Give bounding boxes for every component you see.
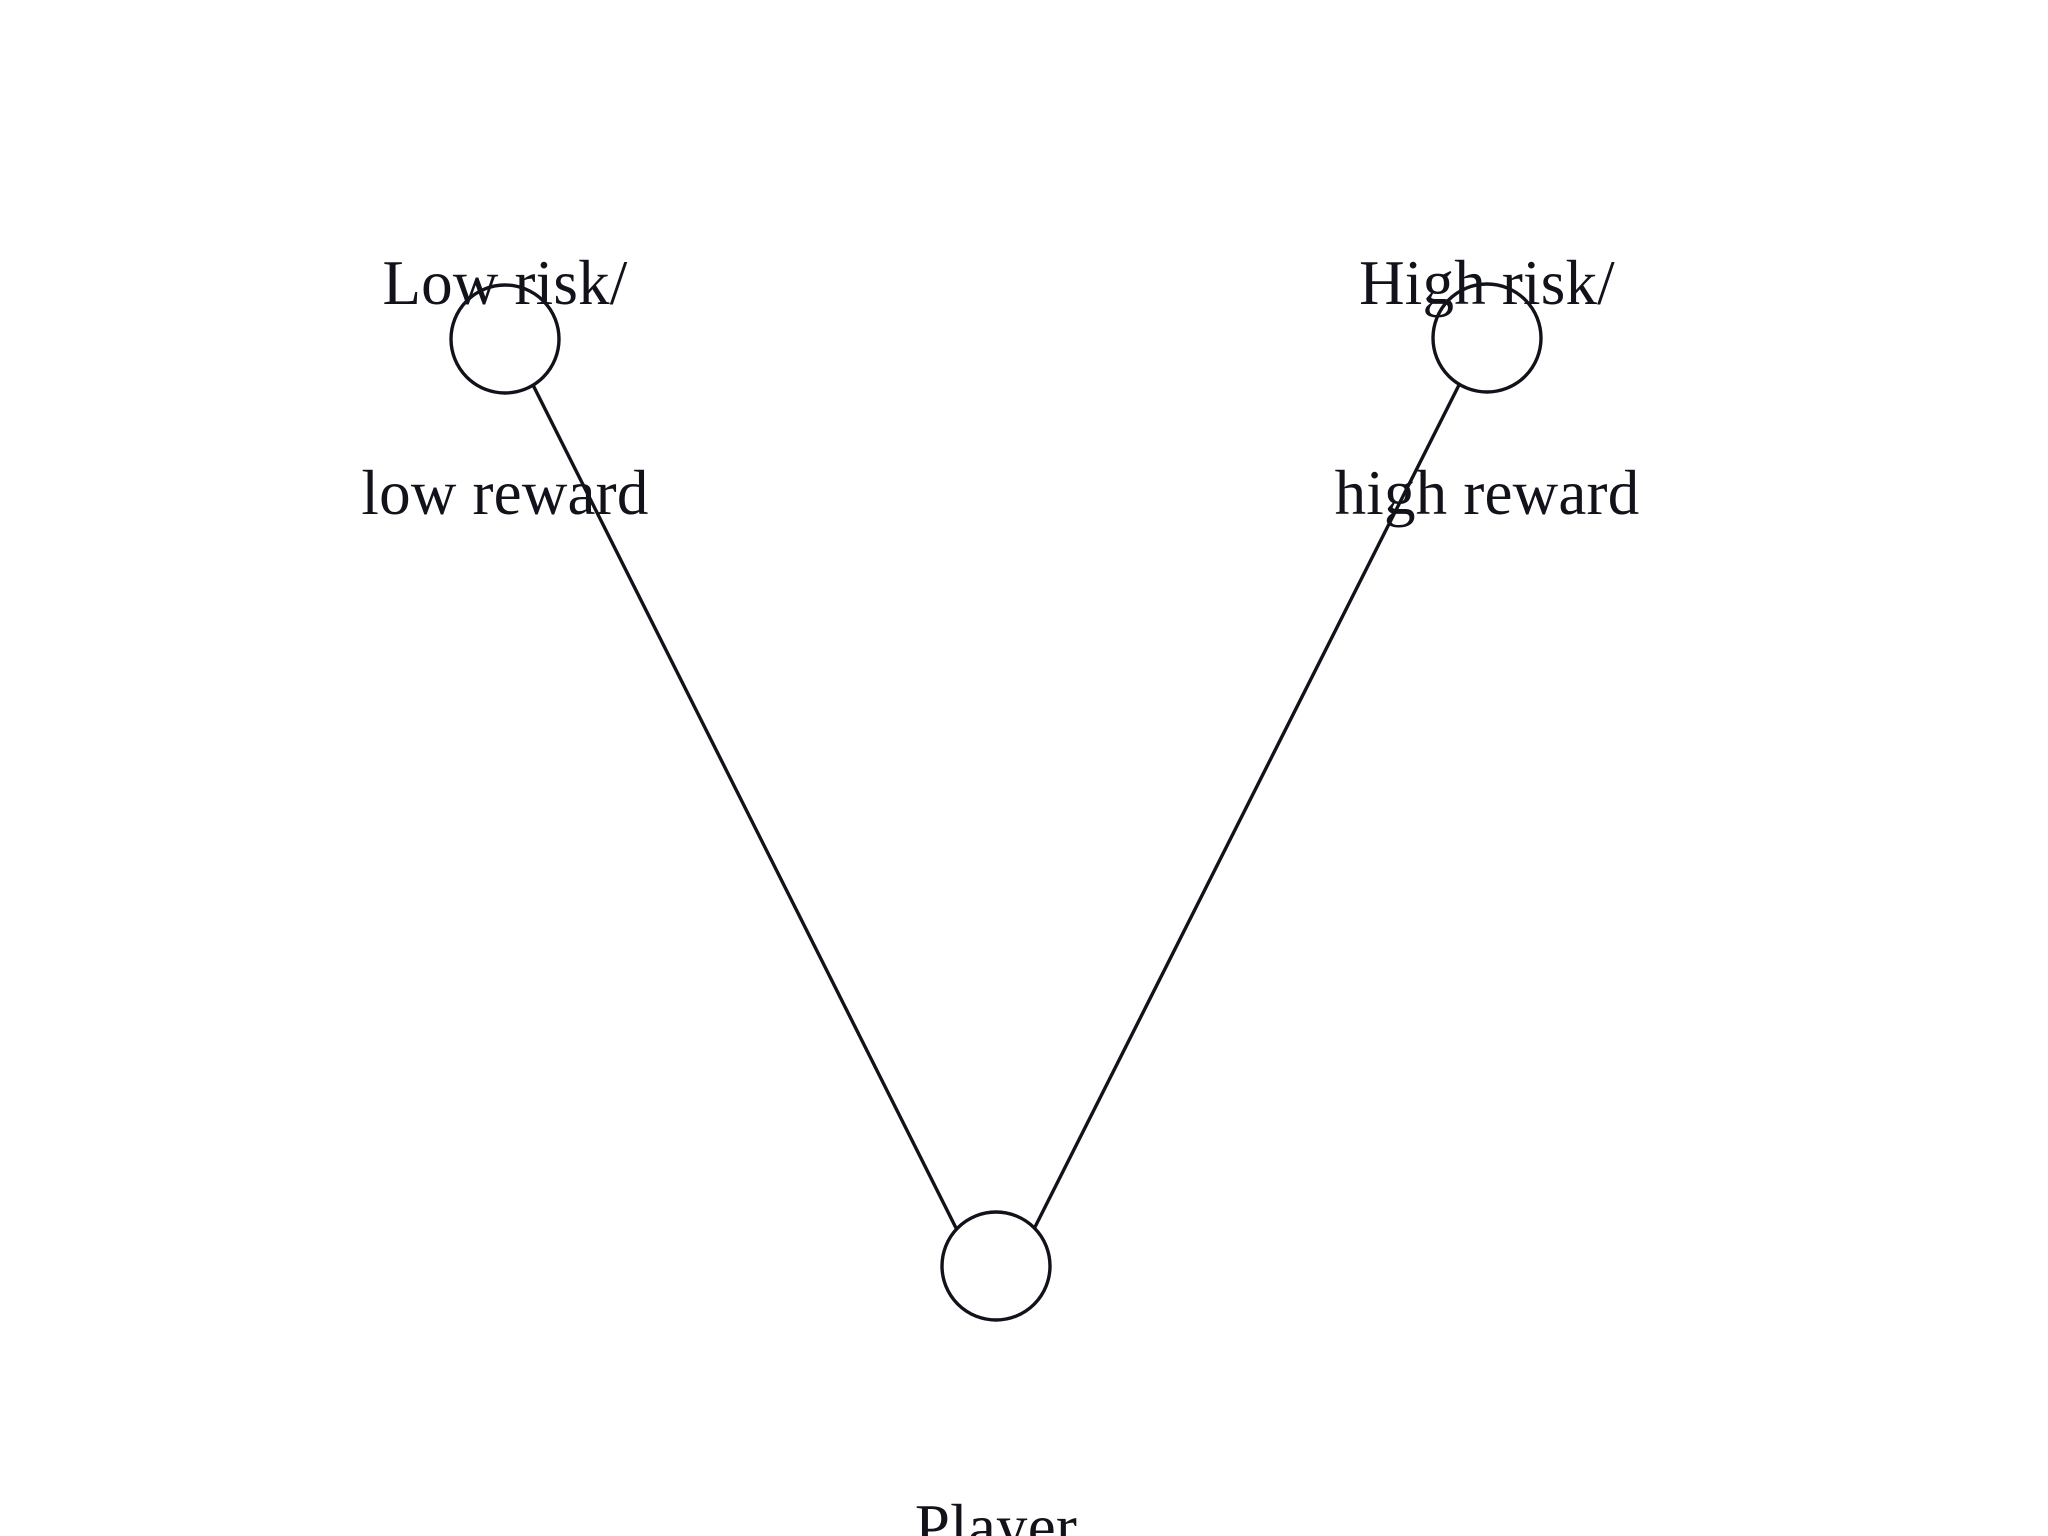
label-high-risk-line1: High risk/ bbox=[1359, 248, 1615, 318]
label-player-text: Player bbox=[914, 1492, 1078, 1536]
label-player: Player bbox=[915, 1352, 1077, 1536]
node-player[interactable] bbox=[940, 1210, 1052, 1322]
node-high-risk-high-reward[interactable] bbox=[1431, 282, 1543, 394]
label-low-risk-line2: low reward bbox=[361, 458, 649, 528]
label-low-risk-line1: Low risk/ bbox=[382, 248, 628, 318]
edge-player-to-low-risk bbox=[531, 383, 960, 1234]
edge-player-to-high-risk bbox=[1031, 383, 1461, 1233]
label-high-risk-line2: high reward bbox=[1334, 458, 1640, 528]
label-low-risk-low-reward: Low risk/ low reward bbox=[361, 108, 648, 668]
node-low-risk-low-reward[interactable] bbox=[449, 283, 561, 395]
label-high-risk-high-reward: High risk/ high reward bbox=[1335, 108, 1640, 668]
